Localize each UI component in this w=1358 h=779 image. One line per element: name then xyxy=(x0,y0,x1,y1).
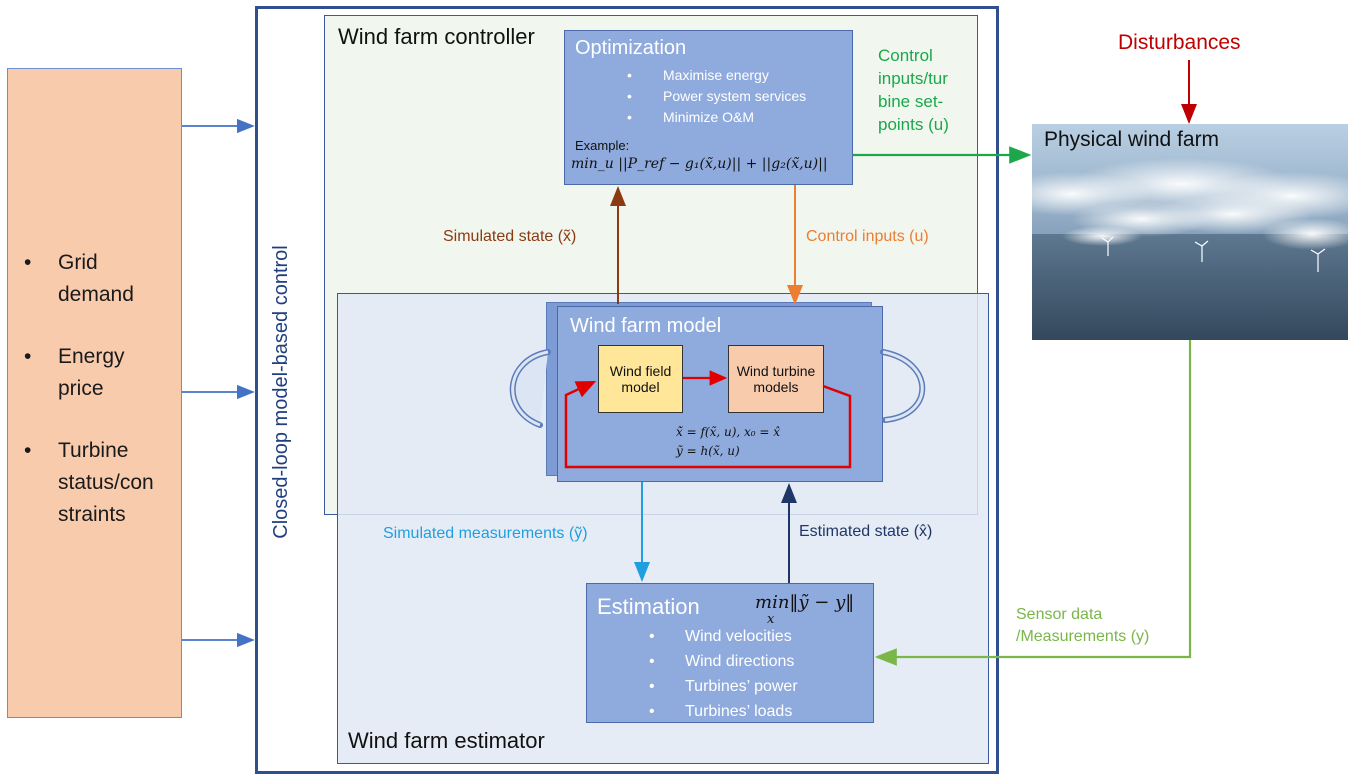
sensor-data-label: Sensor data /Measurements (y) xyxy=(1016,604,1149,648)
estimation-bullet: Turbines’ power xyxy=(649,674,798,699)
inputs-panel: Grid demand Energy price Turbine status/… xyxy=(7,68,182,718)
optimization-bullet: Power system services xyxy=(627,86,806,107)
physical-wind-farm-image xyxy=(1032,124,1348,340)
estimation-bullet: Wind velocities xyxy=(649,624,798,649)
model-equation-state: x̃̇ = f(x̃, u), x₀ = x̂ xyxy=(676,425,781,439)
disturbances-label: Disturbances xyxy=(1118,31,1241,54)
estimated-state-label: Estimated state (x̂) xyxy=(799,523,933,540)
controller-title: Wind farm controller xyxy=(338,24,535,49)
optimization-formula: min_u ||P_ref − g₁(x̃,u)|| + ||g₂(x̃,u)|… xyxy=(571,156,828,172)
estimation-bullet: Wind directions xyxy=(649,649,798,674)
model-feedback-loop xyxy=(564,380,852,469)
control-setpoints-line: points (u) xyxy=(878,115,949,134)
model-left-curve-arrow xyxy=(509,349,551,428)
estimation-bullets: Wind velocities Wind directions Turbines… xyxy=(649,624,798,724)
sensor-data-line: Sensor data xyxy=(1016,606,1103,623)
control-setpoints-label: Control inputs/tur bine set- points (u) xyxy=(878,44,949,136)
input-energy-price: Energy price xyxy=(24,341,174,405)
optimization-box: Optimization Maximise energy Power syste… xyxy=(564,30,853,185)
inputs-list: Grid demand Energy price Turbine status/… xyxy=(24,247,174,561)
sensor-data-line: /Measurements (y) xyxy=(1016,628,1150,645)
model-equation-output: ỹ = h(x̃, u) xyxy=(676,444,740,458)
input-grid-demand: Grid demand xyxy=(24,247,174,311)
wind-field-model-block: Wind field model xyxy=(598,345,683,413)
estimation-formula-sub: x xyxy=(767,612,775,627)
control-setpoints-line: inputs/tur xyxy=(878,69,948,88)
wind-farm-photo xyxy=(1032,124,1348,340)
simulated-state-label: Simulated state (x̃) xyxy=(443,228,577,245)
control-setpoints-line: Control xyxy=(878,46,933,65)
estimation-bullet: Turbines’ loads xyxy=(649,699,798,724)
optimization-title: Optimization xyxy=(575,37,687,59)
model-title: Wind farm model xyxy=(570,315,722,337)
control-inputs-label: Control inputs (u) xyxy=(806,228,929,245)
optimization-bullet: Minimize O&M xyxy=(627,107,806,128)
simulated-measurements-label: Simulated measurements (ỹ) xyxy=(383,525,588,542)
control-setpoints-line: bine set- xyxy=(878,92,944,111)
optimization-bullet: Maximise energy xyxy=(627,65,806,86)
optimization-example-label: Example: xyxy=(575,138,630,153)
physical-wind-farm-title: Physical wind farm xyxy=(1044,128,1220,151)
sensor-data-arrow xyxy=(874,340,1192,666)
wind-turbine-models-block: Wind turbine models xyxy=(728,345,824,413)
wind-farm-model-box: Wind farm model Wind field model Wind tu… xyxy=(557,306,883,482)
model-right-curve-arrow xyxy=(880,349,926,423)
input-turbine-status: Turbine status/con straints xyxy=(24,435,174,531)
estimator-title: Wind farm estimator xyxy=(348,728,545,753)
estimation-title: Estimation xyxy=(597,594,700,619)
estimation-box: Estimation min‖ỹ − y‖ x Wind velocities … xyxy=(586,583,874,724)
optimization-bullets: Maximise energy Power system services Mi… xyxy=(627,65,806,128)
estimation-formula: min‖ỹ − y‖ x xyxy=(755,592,855,627)
estimation-formula-main: min‖ỹ − y‖ xyxy=(755,592,855,613)
